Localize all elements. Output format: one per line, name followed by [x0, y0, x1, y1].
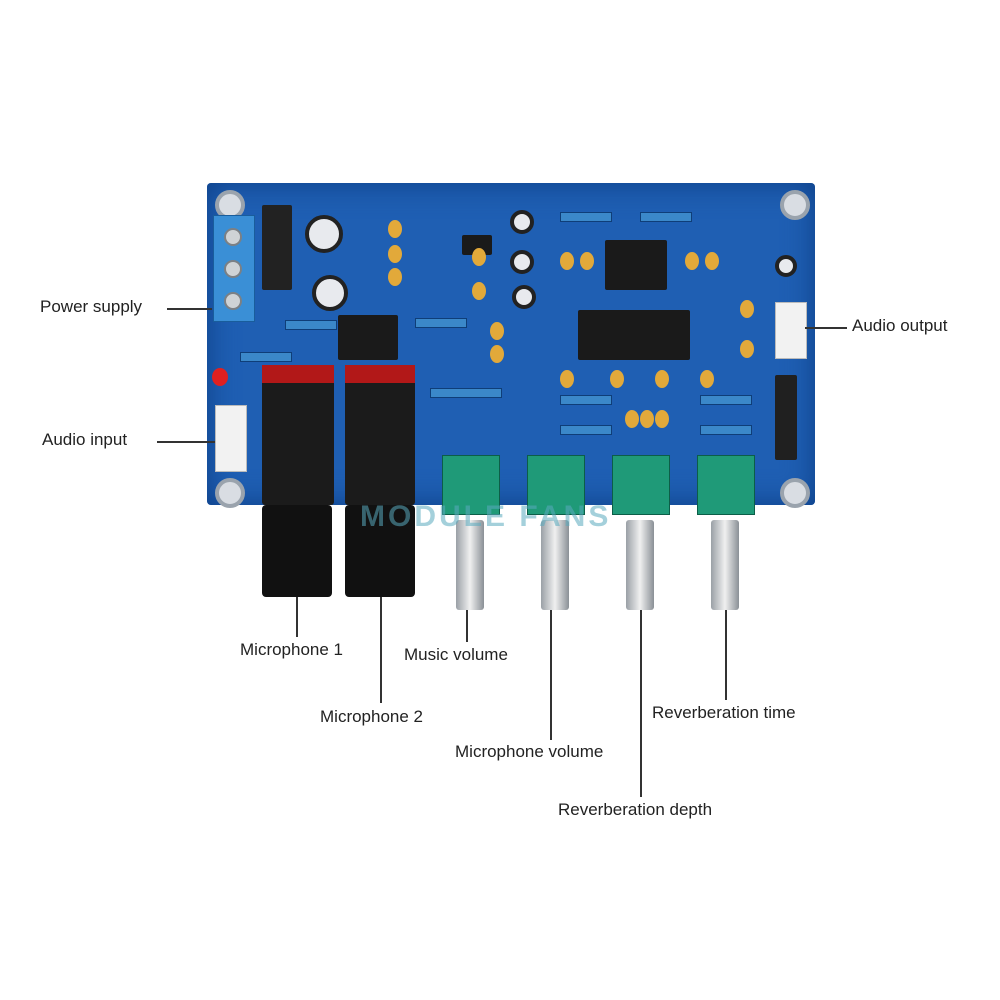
- ic-chip: [605, 240, 667, 290]
- reverberation-depth-pot: [612, 455, 670, 515]
- music-volume-shaft: [456, 520, 484, 610]
- microphone-1-jack: [262, 365, 334, 505]
- transistor: [462, 235, 492, 255]
- callout-line: [157, 441, 215, 443]
- capacitor: [312, 275, 348, 311]
- callout-line: [296, 597, 298, 637]
- capacitor: [305, 215, 343, 253]
- label-microphone-1: Microphone 1: [240, 640, 344, 659]
- microphone-volume-shaft: [541, 520, 569, 610]
- label-audio-input: Audio input: [42, 430, 128, 449]
- regulator: [262, 205, 292, 290]
- capacitor: [775, 255, 797, 277]
- callout-line: [805, 327, 847, 329]
- label-reverberation-time: Reverberation time: [652, 703, 796, 722]
- audio-input-connector: [215, 405, 247, 472]
- microphone-1-barrel: [262, 505, 332, 597]
- power-terminal: [213, 215, 255, 322]
- label-microphone-volume: Microphone volume: [455, 742, 604, 761]
- callout-line: [725, 610, 727, 700]
- label-audio-output: Audio output: [852, 316, 948, 335]
- mount-hole: [780, 478, 810, 508]
- reverberation-depth-shaft: [626, 520, 654, 610]
- mount-hole: [780, 190, 810, 220]
- reverberation-time-pot: [697, 455, 755, 515]
- label-power-supply: Power supply: [40, 297, 143, 316]
- reverberation-time-shaft: [711, 520, 739, 610]
- callout-line: [466, 610, 468, 642]
- capacitor: [512, 285, 536, 309]
- ic-chip: [578, 310, 690, 360]
- callout-line: [550, 610, 552, 740]
- mount-hole: [215, 478, 245, 508]
- music-volume-pot: [442, 455, 500, 515]
- jack-marker: [262, 365, 334, 383]
- label-music-volume: Music volume: [404, 645, 508, 664]
- callout-line: [167, 308, 212, 310]
- microphone-2-barrel: [345, 505, 415, 597]
- jack-marker: [345, 365, 415, 383]
- jumper-header: [775, 375, 797, 460]
- label-microphone-2: Microphone 2: [320, 707, 424, 726]
- callout-line: [380, 597, 382, 703]
- capacitor: [510, 250, 534, 274]
- callout-line: [640, 610, 642, 797]
- microphone-volume-pot: [527, 455, 585, 515]
- ic-chip: [338, 315, 398, 360]
- microphone-2-jack: [345, 365, 415, 505]
- audio-output-connector: [775, 302, 807, 359]
- led-indicator: [212, 368, 228, 386]
- capacitor: [510, 210, 534, 234]
- watermark: MODULE FANS: [360, 500, 612, 533]
- label-reverberation-depth: Reverberation depth: [558, 800, 713, 819]
